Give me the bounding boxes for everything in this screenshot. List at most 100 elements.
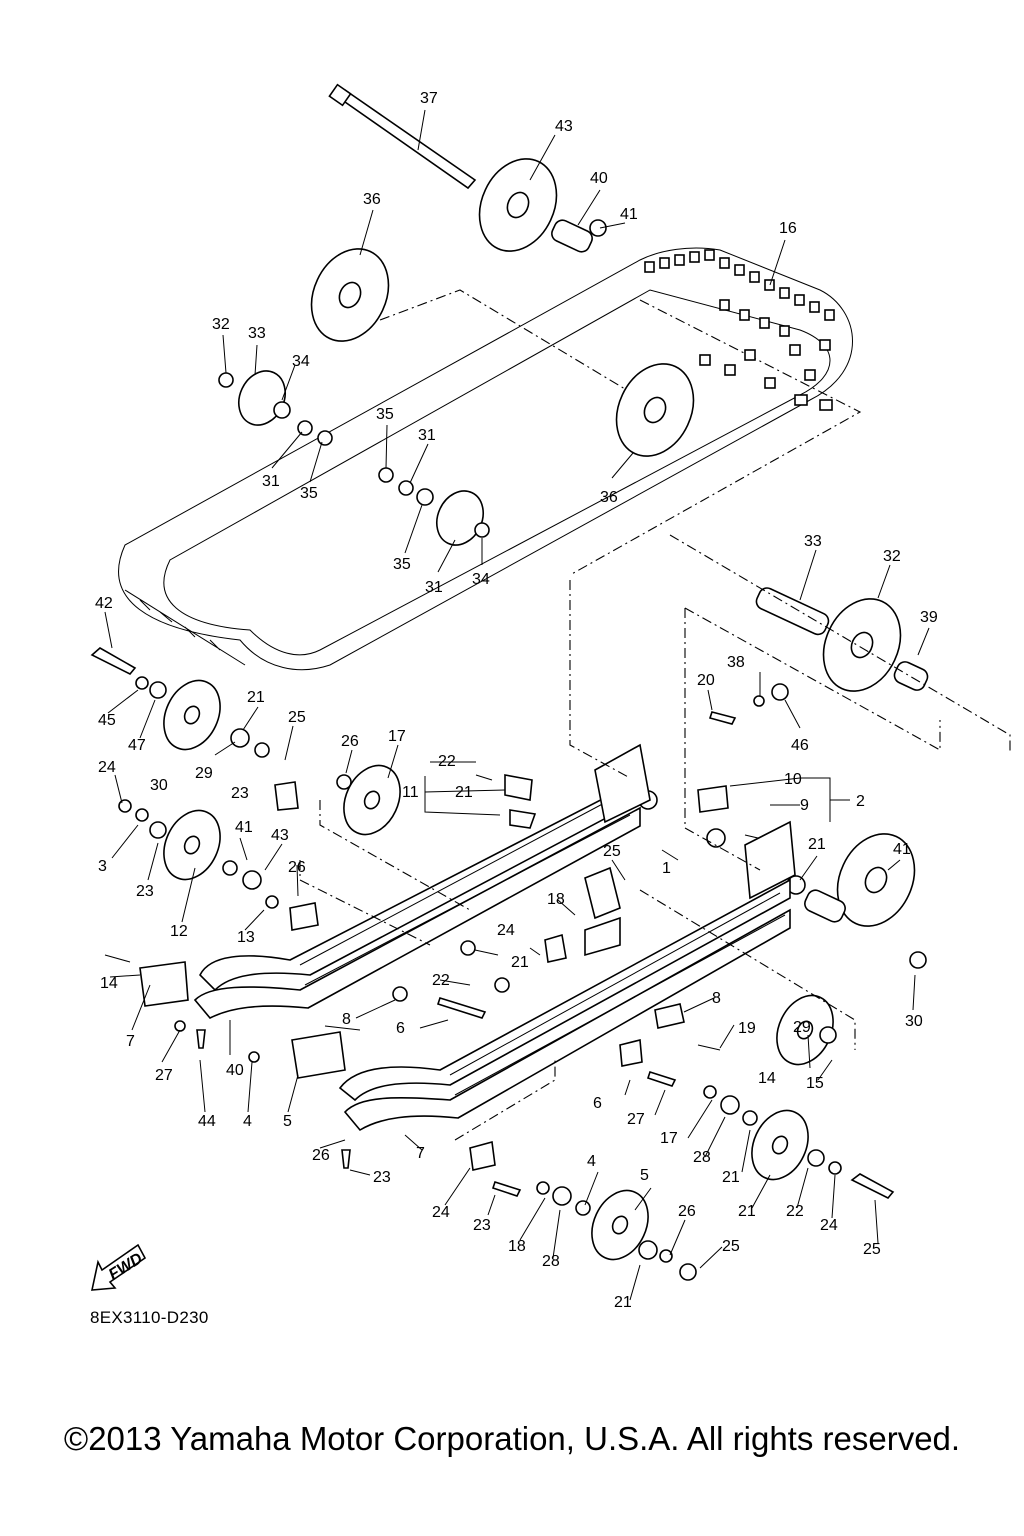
callout: 37 (420, 90, 438, 107)
callout: 8 (712, 990, 721, 1007)
callout: 6 (396, 1020, 405, 1037)
callout: 33 (804, 533, 822, 550)
callout: 26 (312, 1147, 330, 1164)
callout: 12 (170, 923, 188, 940)
callout: 27 (155, 1067, 173, 1084)
callout: 18 (508, 1238, 526, 1255)
callout: 41 (620, 206, 638, 223)
callout: 39 (920, 609, 938, 626)
callout: 4 (587, 1153, 596, 1170)
drawing-code: 8EX3110-D230 (90, 1308, 209, 1327)
callout: 43 (555, 118, 573, 135)
track-belt (118, 247, 862, 671)
callout: 21 (738, 1203, 756, 1220)
callout-labels: 37 43 40 41 36 16 32 33 34 35 31 31 35 3… (95, 90, 938, 1311)
callout: 24 (820, 1217, 838, 1234)
callout: 47 (128, 737, 146, 754)
callout: 28 (693, 1149, 711, 1166)
track-lugs (644, 249, 835, 411)
callout: 7 (126, 1033, 135, 1050)
callout: 21 (614, 1294, 632, 1311)
callout: 46 (791, 737, 809, 754)
callout: 20 (697, 672, 715, 689)
callout: 23 (373, 1169, 391, 1186)
callout: 19 (738, 1020, 756, 1037)
upper-rear-axle (328, 83, 477, 190)
callout: 1 (662, 860, 671, 877)
callout: 43 (271, 827, 289, 844)
callout: 40 (590, 170, 608, 187)
callout: 24 (98, 759, 116, 776)
callout: 5 (283, 1113, 292, 1130)
callout: 41 (893, 841, 911, 858)
callout: 35 (393, 556, 411, 573)
callout: 21 (455, 784, 473, 801)
callout: 29 (195, 765, 213, 782)
callout: 5 (640, 1167, 649, 1184)
copyright-notice: ©2013 Yamaha Motor Corporation, U.S.A. A… (63, 1420, 961, 1457)
callout: 15 (806, 1075, 824, 1092)
callout: 34 (292, 353, 310, 370)
callout: 32 (212, 316, 230, 333)
callout: 41 (235, 819, 253, 836)
callout: 30 (905, 1013, 923, 1030)
callout: 24 (432, 1204, 450, 1221)
callout: 25 (288, 709, 306, 726)
callout: 31 (262, 473, 280, 490)
callout: 9 (800, 797, 809, 814)
callout: 11 (402, 784, 419, 801)
callout: 3 (98, 858, 107, 875)
callout: 7 (416, 1145, 425, 1162)
callout: 23 (231, 785, 249, 802)
callout: 38 (727, 654, 745, 671)
callout: 28 (542, 1253, 560, 1270)
callout: 21 (808, 836, 826, 853)
fwd-arrow-icon: FWD (90, 1243, 146, 1291)
callout: 35 (300, 485, 318, 502)
callout: 31 (425, 579, 443, 596)
callout: 22 (438, 753, 456, 770)
callout: 36 (363, 191, 381, 208)
callout: 31 (418, 427, 436, 444)
callout: 40 (226, 1062, 244, 1079)
callout: 23 (136, 883, 154, 900)
callout: 18 (547, 891, 565, 908)
callout: 25 (722, 1238, 740, 1255)
callout: 25 (863, 1241, 881, 1258)
callout: 26 (341, 733, 359, 750)
leader-lines (104, 109, 930, 1301)
callout: 36 (600, 489, 618, 506)
callout: 21 (511, 954, 529, 971)
callout: 34 (472, 571, 490, 588)
callout: 23 (473, 1217, 491, 1234)
callout: 4 (243, 1113, 252, 1130)
brackets (139, 774, 729, 1171)
callout: 21 (722, 1169, 740, 1186)
callout: 42 (95, 595, 113, 612)
callout: 26 (678, 1203, 696, 1220)
callout: 14 (100, 975, 118, 992)
callout: 2 (856, 793, 865, 810)
callout: 13 (237, 929, 255, 946)
callout: 21 (247, 689, 265, 706)
callout: 24 (497, 922, 515, 939)
callout: 17 (388, 728, 406, 745)
callout: 14 (758, 1070, 776, 1087)
callout: 30 (150, 777, 168, 794)
callout: 32 (883, 548, 901, 565)
callout: 35 (376, 406, 394, 423)
callout: 27 (627, 1111, 645, 1128)
callout: 6 (593, 1095, 602, 1112)
callout: 22 (432, 972, 450, 989)
callout: 16 (779, 220, 797, 237)
wheels (163, 158, 916, 1261)
callout: 33 (248, 325, 266, 342)
dashed-leaders (299, 534, 1011, 1141)
callout: 45 (98, 712, 116, 729)
callout: 10 (784, 771, 802, 788)
callout: 29 (793, 1019, 811, 1036)
callout: 26 (288, 859, 306, 876)
callout: 17 (660, 1130, 678, 1147)
callout: 25 (603, 843, 621, 860)
